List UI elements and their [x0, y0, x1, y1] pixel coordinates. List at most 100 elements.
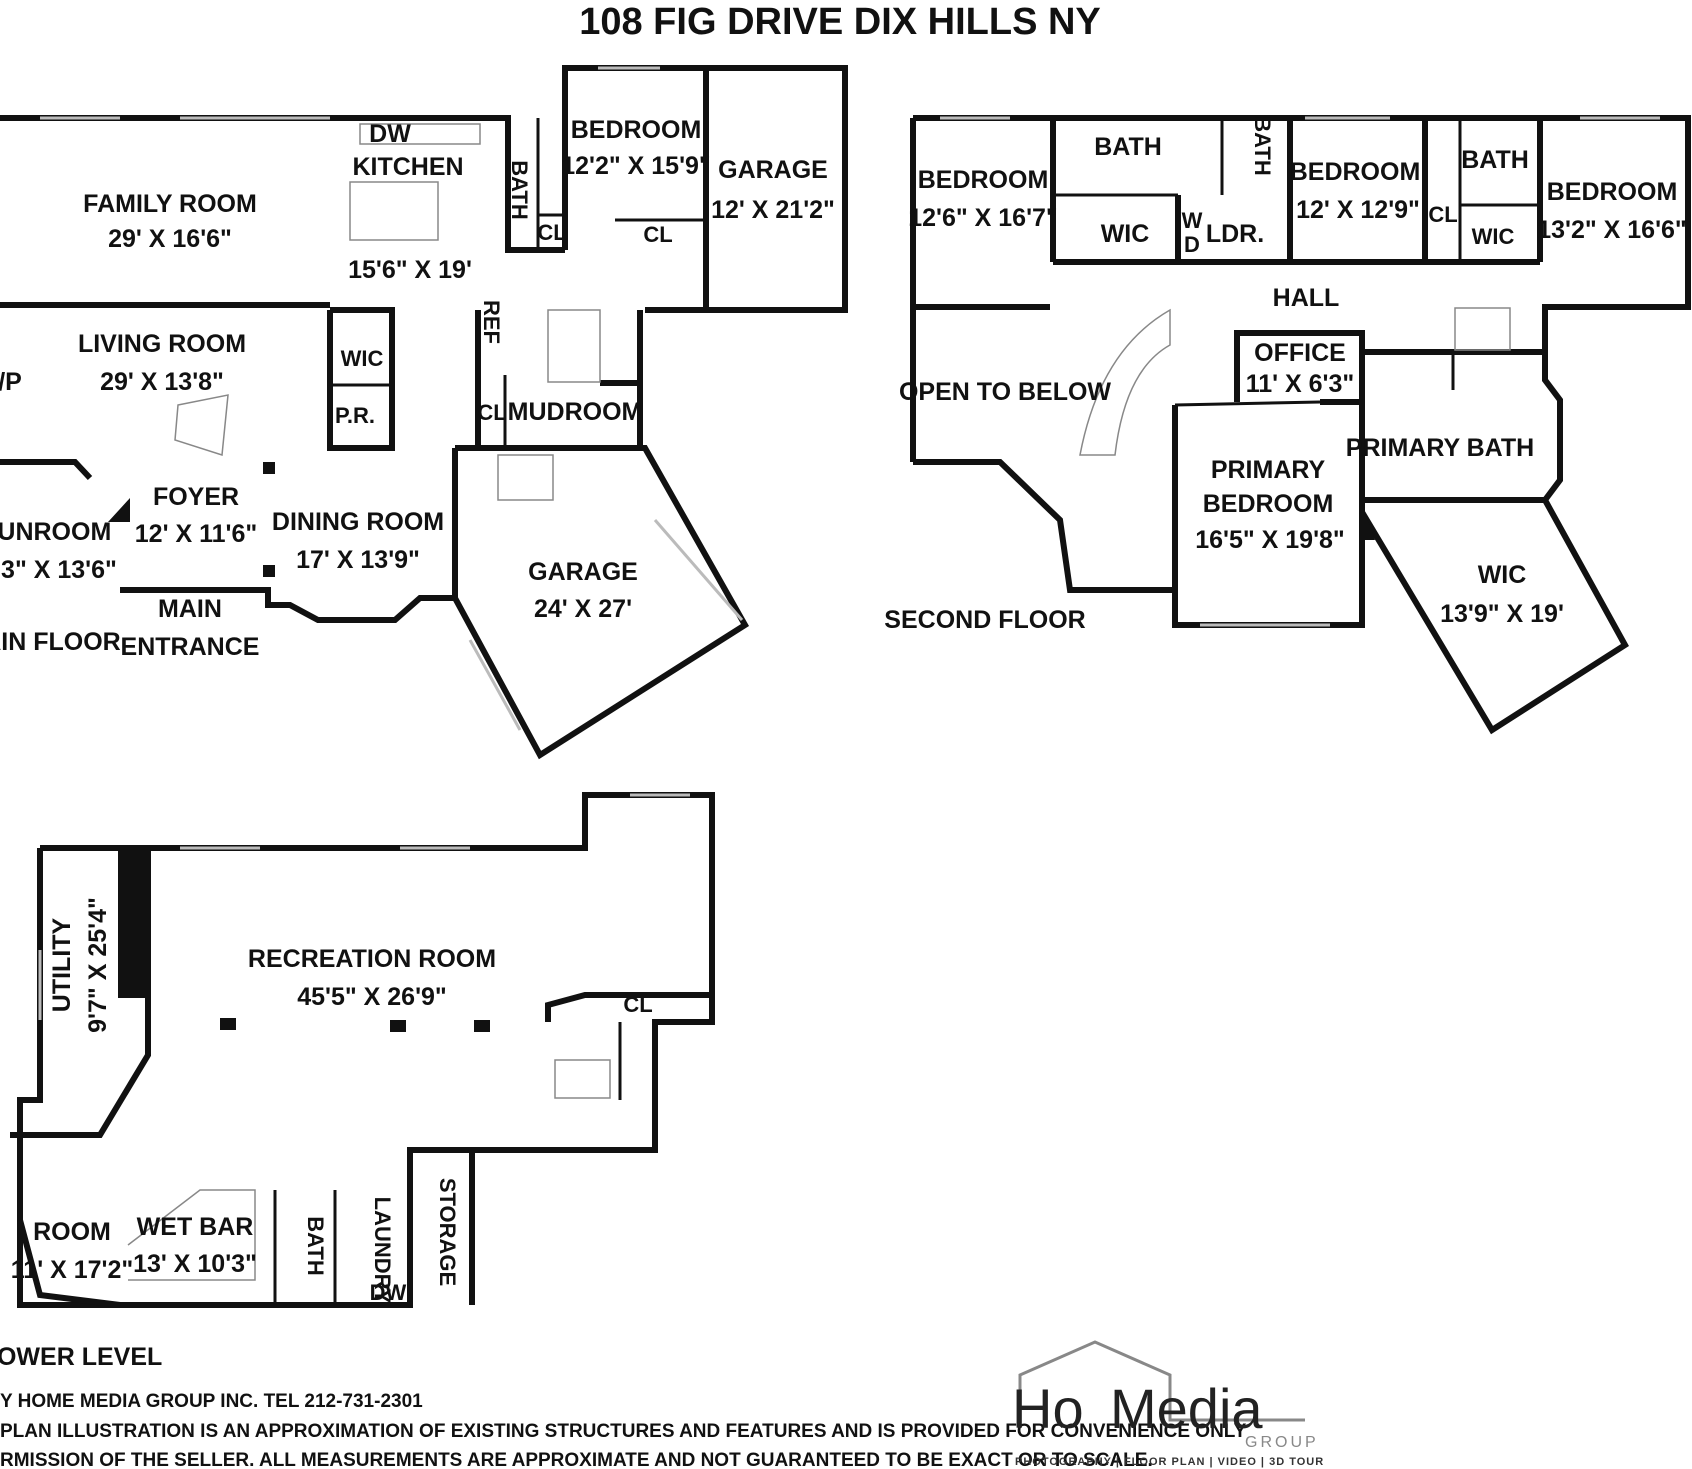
column-lower-3 — [474, 1020, 490, 1032]
footer-disclaimer-2: RMISSION OF THE SELLER. ALL MEASUREMENTS… — [0, 1450, 1153, 1469]
room-name: FOYER — [153, 483, 239, 511]
room-name: PRIMARY — [1211, 456, 1326, 484]
room-size: 17' X 13'9" — [296, 546, 420, 574]
room-size: 12' X 12'9" — [1296, 196, 1420, 224]
lower-level: UTILITY 9'7" X 25'4" RECREATION ROOM 45'… — [0, 792, 715, 1371]
wall-upper-outline — [913, 115, 1691, 310]
room-name: WIC — [1472, 224, 1515, 249]
room-name: REF — [479, 300, 504, 344]
room-size: 29' X 13'8" — [100, 368, 224, 396]
room-name: W — [1182, 208, 1203, 233]
room-name: OFFICE — [1254, 339, 1346, 367]
stair-upper — [1454, 307, 1511, 351]
main-floor: FAMILY ROOM 29' X 16'6" KITCHEN 15'6" X … — [0, 65, 848, 760]
room-size: 45'5" X 26'9" — [297, 983, 447, 1011]
floor-label: SECOND FLOOR — [884, 606, 1085, 634]
stair-mudroom — [547, 309, 601, 383]
wall-primary-bath — [1362, 308, 1563, 503]
logo-text-group: GROUP — [1245, 1434, 1319, 1451]
second-floor: BEDROOM 12'6" X 16'7" BATH BATH WIC W D … — [884, 115, 1691, 735]
room-name: GARAGE — [528, 558, 638, 586]
room-size: 12' X 11'6" — [135, 520, 257, 548]
wall-lower-outline — [17, 792, 715, 1308]
room-name: CL — [537, 220, 566, 245]
wall-dining-bottom — [120, 587, 455, 623]
room-name: KITCHEN — [352, 153, 463, 181]
window — [468, 639, 522, 731]
room-size: 16'5" X 19'8" — [1195, 526, 1345, 554]
room-name: WIC — [341, 346, 384, 371]
footer-disclaimer-1: PLAN ILLUSTRATION IS AN APPROXIMATION OF… — [0, 1421, 1247, 1442]
column-lower-1 — [220, 1018, 236, 1030]
stair-garage — [497, 454, 554, 501]
column-foyer-1 — [108, 498, 130, 522]
room-name: FAMILY ROOM — [83, 190, 257, 218]
room-name: MUDROOM — [508, 398, 643, 426]
room-name: WIC — [1478, 561, 1527, 589]
room-name: LIVING ROOM — [78, 330, 246, 358]
room-name: UTILITY — [48, 917, 76, 1012]
room-size: 13' X 10'3" — [133, 1250, 257, 1278]
room-name: BEDROOM — [918, 166, 1049, 194]
wall-utility — [10, 848, 151, 1138]
room-size: 12'2" X 15'9" — [561, 152, 711, 180]
room-name: DW — [369, 120, 411, 148]
plan-title: 108 FIG DRIVE DIX HILLS NY — [579, 1, 1101, 43]
room-name: WIC — [1101, 220, 1150, 248]
room-size: 24' X 27' — [534, 595, 632, 623]
wall-bedroom — [562, 65, 848, 313]
room-name: SUNROOM — [0, 518, 111, 546]
room-name: MAIN — [158, 595, 222, 623]
wall-primary-top — [1174, 400, 1321, 407]
footer-company: Y HOME MEDIA GROUP INC. TEL 212-731-2301 — [0, 1391, 423, 1412]
room-size: 9'7" X 25'4" — [84, 897, 112, 1033]
wall-wic-pr — [327, 307, 395, 451]
room-name: HALL — [1273, 284, 1340, 312]
wall-storage — [410, 1147, 475, 1305]
room-size: ENTRANCE — [121, 633, 260, 661]
logo-text-media: Media — [1110, 1377, 1263, 1440]
room-size: BEDROOM — [1203, 490, 1334, 518]
window — [653, 519, 744, 621]
room-size: 11' X 6'3" — [1246, 370, 1355, 398]
room-name: BEDROOM — [1290, 158, 1421, 186]
room-name: BATH — [1094, 133, 1162, 161]
room-name: PRIMARY BATH — [1346, 434, 1534, 462]
kitchen-island — [349, 181, 439, 241]
logo-roof-icon — [1018, 1340, 1305, 1422]
room-name: LAUNDRY — [370, 1197, 395, 1304]
room-name: CL — [623, 992, 652, 1017]
room-size: 13'2" X 16'6" — [1537, 216, 1687, 244]
room-name: ROOM — [33, 1218, 111, 1246]
room-size: 15'6" X 19' — [348, 256, 472, 284]
room-size: '3" X 13'6" — [0, 556, 117, 584]
floor-label: AIN FLOOR — [0, 628, 121, 656]
wall-wic-big — [1359, 498, 1629, 735]
room-name: GARAGE — [718, 156, 828, 184]
room-name: BEDROOM — [1547, 178, 1678, 206]
room-size: 11' X 17'2" — [11, 1256, 133, 1284]
wall-sunroom — [0, 459, 93, 481]
room-name: /P — [0, 368, 22, 396]
room-name: CL — [643, 222, 672, 247]
room-name: P.R. — [335, 403, 375, 428]
room-name: LDR. — [1206, 220, 1264, 248]
room-name: STORAGE — [435, 1178, 460, 1286]
kitchen-counter — [359, 123, 481, 145]
column-1 — [263, 462, 275, 474]
logo-tagline: PHOTOGRAPHY | FLOOR PLAN | VIDEO | 3D TO… — [1015, 1456, 1324, 1468]
column-wic — [1362, 505, 1375, 540]
column-lower-2 — [390, 1020, 406, 1032]
room-size: 12'6" X 16'7" — [908, 204, 1058, 232]
homedia-logo: Ho Media GROUP PHOTOGRAPHY | FLOOR PLAN … — [1012, 1340, 1324, 1468]
room-name: WET BAR — [137, 1213, 254, 1241]
room-name: DW — [370, 1280, 407, 1305]
room-name: BATH — [1250, 116, 1275, 175]
logo-text-ho: Ho — [1012, 1377, 1084, 1440]
room-size: D — [1184, 232, 1200, 257]
stair-spiral — [1079, 308, 1171, 456]
wall-utility-black — [118, 848, 146, 998]
room-name: CL — [1428, 202, 1457, 227]
room-size: 13'9" X 19' — [1440, 600, 1564, 628]
